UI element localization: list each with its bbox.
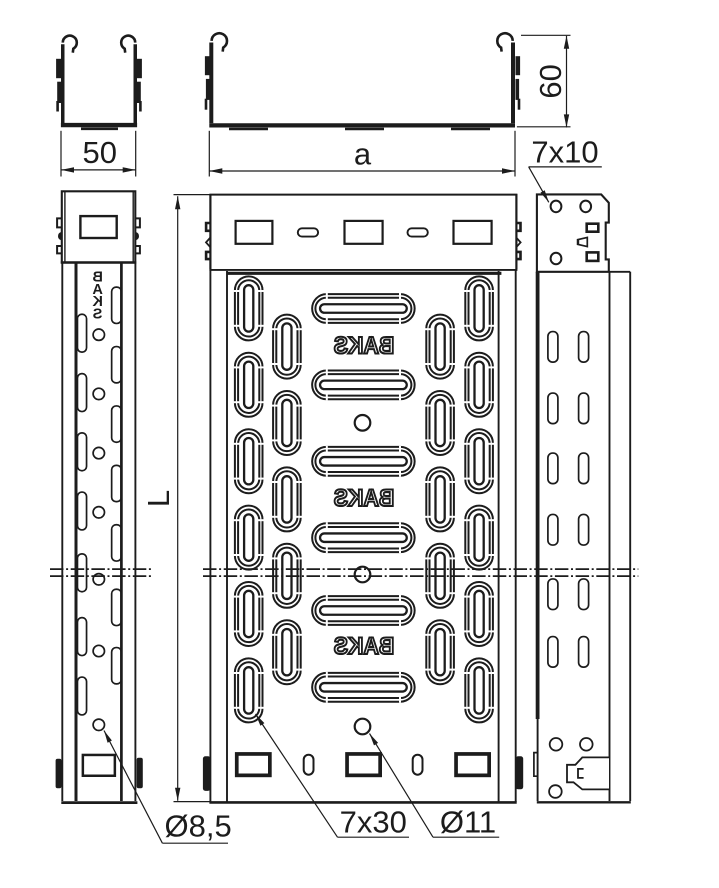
svg-text:BAKS: BAKS — [334, 632, 395, 660]
svg-text:50: 50 — [83, 135, 117, 170]
svg-text:L: L — [141, 490, 176, 507]
svg-text:7x30: 7x30 — [340, 805, 407, 840]
svg-text:60: 60 — [533, 64, 568, 98]
svg-text:7x10: 7x10 — [531, 135, 598, 170]
svg-text:K: K — [92, 294, 103, 310]
svg-text:BAKS: BAKS — [334, 484, 395, 512]
svg-text:a: a — [354, 136, 372, 171]
svg-text:BAKS: BAKS — [334, 331, 395, 359]
svg-text:Ø11: Ø11 — [440, 805, 496, 840]
svg-text:S: S — [92, 307, 102, 323]
svg-text:A: A — [92, 282, 103, 298]
svg-text:B: B — [92, 270, 102, 286]
svg-text:Ø8,5: Ø8,5 — [165, 808, 232, 843]
